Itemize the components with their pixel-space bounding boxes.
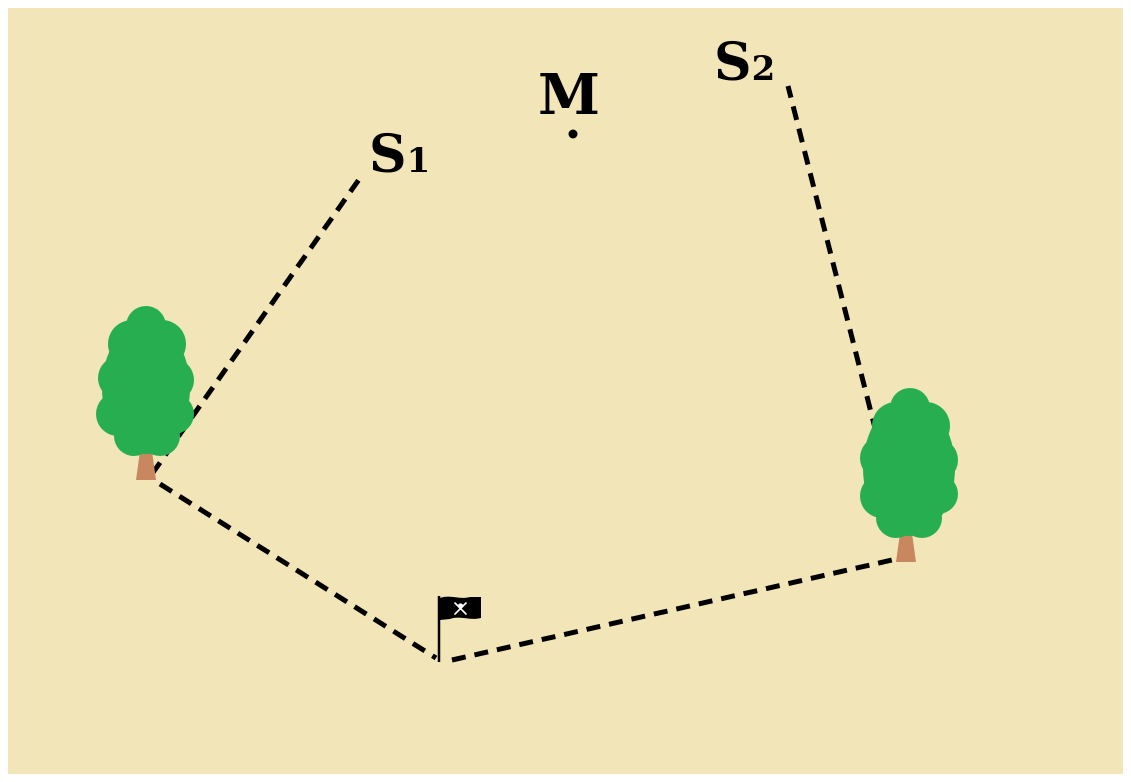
tree-icon — [860, 388, 958, 562]
label-s2-letter: S — [714, 32, 752, 93]
map-background — [8, 8, 1123, 774]
tree-icon — [96, 306, 194, 480]
label-s2: S2 — [714, 32, 775, 93]
label-s2-subscript: 2 — [752, 49, 776, 89]
dashed-paths — [149, 85, 893, 663]
pirate-flag-icon — [437, 596, 481, 662]
label-s1-letter: S — [369, 124, 407, 185]
label-s1: S1 — [369, 124, 430, 185]
point-m — [568, 129, 578, 139]
label-s1-subscript: 1 — [407, 141, 431, 181]
path-tree1-to-flag — [158, 481, 438, 661]
skull-mark — [457, 603, 464, 609]
path-tree2-to-s2 — [785, 85, 879, 433]
path-tree1-to-s1 — [149, 176, 363, 476]
tree-foliage — [860, 388, 958, 538]
label-m: M — [538, 62, 600, 128]
path-flag-to-tree2 — [451, 557, 893, 663]
tree-foliage — [96, 306, 194, 456]
